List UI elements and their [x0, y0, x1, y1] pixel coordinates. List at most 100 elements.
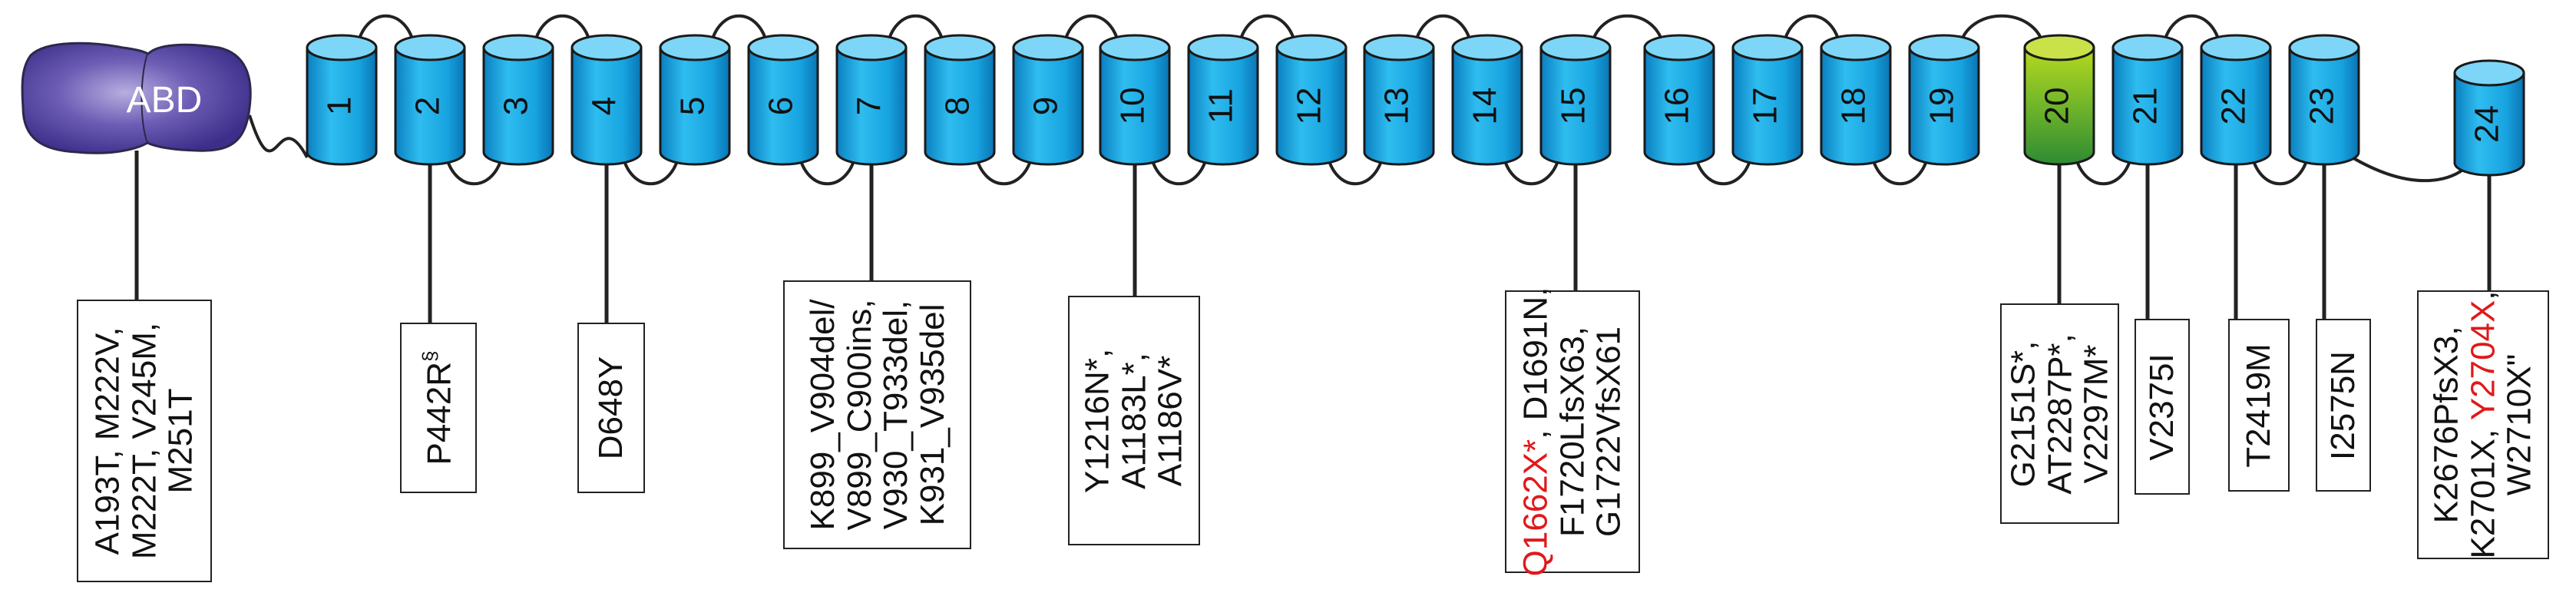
linker-loop	[1693, 151, 1754, 186]
mutation-text: G2151S*,AT2287P*,V2297M*	[2004, 333, 2115, 495]
mutation-segment: M251T	[161, 388, 200, 494]
mutation-segment: A1183L*,	[1115, 352, 1153, 489]
repeat-7: 7	[835, 34, 908, 166]
repeat-label: 12	[1291, 88, 1328, 125]
repeat-16: 16	[1643, 34, 1715, 166]
repeat-label: 22	[2215, 88, 2253, 125]
mutation-text: V2375I	[2143, 353, 2181, 461]
mutation-line: G2151S*,	[2004, 333, 2042, 495]
linker-loop	[885, 14, 946, 48]
linker-loop	[1501, 151, 1562, 186]
mutation-box: P442R§	[400, 323, 477, 493]
repeat-2: 2	[394, 34, 466, 166]
mutation-box: D648Y	[577, 323, 645, 493]
mutation-box: Y1216N*,A1183L*,A1186V*	[1068, 296, 1200, 545]
repeat-3: 3	[482, 34, 554, 166]
linker-loop	[620, 151, 681, 186]
repeat-label: 15	[1555, 88, 1592, 125]
mutation-line: A1186V*	[1152, 348, 1189, 492]
linker-loop	[532, 14, 593, 48]
mutation-box: K899_V904del/V899_C900ins,V930_T933del,K…	[783, 280, 971, 549]
mutation-segment: D648Y	[592, 356, 630, 460]
mutation-segment: K2701X,	[2464, 420, 2502, 559]
mutation-segment: W2710X"	[2500, 353, 2538, 496]
mutation-highlighted: Y2704X	[2464, 300, 2502, 421]
linker-loop	[2161, 14, 2222, 48]
repeat-label: 16	[1658, 88, 1696, 125]
repeat-label: 20	[2039, 88, 2076, 125]
linker-loop	[1589, 14, 1665, 48]
repeat-5: 5	[659, 34, 731, 166]
mutation-segment: K899_V904del/	[803, 299, 842, 531]
linker-loop	[1062, 14, 1121, 48]
mutation-segment: K2676PfsX3,	[2427, 326, 2465, 524]
mutation-text: K2676PfsX3,K2701X, Y2704X,W2710X"	[2427, 290, 2538, 559]
mutation-line: M251T	[161, 323, 200, 559]
mutation-box: T2419M	[2228, 319, 2290, 492]
repeat-18: 18	[1820, 34, 1892, 166]
mutation-line: T2419M	[2240, 343, 2277, 467]
mutation-box: G2151S*,AT2287P*,V2297M*	[2000, 303, 2119, 524]
linker-loop	[2073, 151, 2134, 186]
repeat-8: 8	[924, 34, 996, 166]
repeat-label: 19	[1923, 88, 1961, 125]
mutation-segment: V899_C900ins,	[839, 299, 878, 531]
mutation-box: I2575N	[2316, 319, 2371, 492]
repeat-24: 24	[2453, 59, 2525, 177]
mutation-segment: T2419M	[2240, 343, 2278, 468]
repeat-6: 6	[747, 34, 819, 166]
mutation-segment: F1720LfsX63,	[1553, 326, 1592, 537]
linker-loop	[1958, 14, 2045, 48]
repeat-label: 2	[409, 97, 447, 115]
mutation-segment: M222T, V245M,	[125, 322, 164, 560]
linker-loop	[1781, 14, 1842, 48]
repeat-label: 10	[1114, 88, 1152, 125]
mutation-line: A193T, M222V,	[88, 323, 127, 559]
mutation-line: G1722VfsX61	[1590, 287, 1628, 577]
repeat-9: 9	[1012, 34, 1084, 166]
linker-loop	[1413, 14, 1473, 48]
mutation-line: I2575N	[2324, 350, 2363, 460]
mutation-segment: P442R	[420, 361, 458, 465]
repeat-19: 19	[1908, 34, 1980, 166]
mutation-text: Y1216N*,A1183L*,A1186V*	[1079, 348, 1189, 492]
linker-abd	[248, 114, 309, 158]
repeat-label: 4	[586, 97, 623, 115]
linker-loop	[797, 151, 858, 186]
mutation-segment: A193T, M222V,	[88, 326, 127, 555]
linker-loop	[1237, 14, 1298, 48]
linker-loop	[709, 14, 769, 48]
repeat-label: 7	[851, 97, 888, 115]
linker-loop	[2342, 151, 2472, 183]
linker-loop	[974, 151, 1034, 186]
mutation-line: K2701X, Y2704X,	[2464, 290, 2502, 559]
mutation-text: Q1662X*, D1691N,F1720LfsX63,G1722VfsX61	[1516, 287, 1628, 577]
repeat-label: 6	[762, 97, 800, 115]
repeat-label: 13	[1378, 88, 1416, 125]
mutation-line: V2375I	[2143, 353, 2181, 461]
mutation-line: AT2287P*,	[2041, 333, 2078, 495]
repeat-label: 8	[939, 97, 977, 115]
mutation-text: A193T, M222V,M222T, V245M,M251T	[88, 322, 200, 560]
linker-loops	[248, 14, 2472, 186]
mutation-segment: A1186V*	[1151, 355, 1189, 486]
repeat-10: 10	[1099, 34, 1171, 166]
mutation-segment: V2375I	[2143, 353, 2181, 461]
abd-domain: ABD	[21, 41, 252, 154]
mutation-line: D648Y	[592, 356, 630, 460]
linker-loop	[1149, 151, 1209, 186]
mutation-box: V2375I	[2135, 319, 2190, 495]
mutation-highlighted: Q1662X*	[1516, 439, 1555, 577]
linker-loop	[1325, 151, 1385, 186]
mutation-segment: , D1691N,	[1516, 287, 1555, 439]
mutation-line: V2297M*	[2077, 333, 2115, 495]
abd-label: ABD	[127, 80, 203, 121]
mutation-segment: G2151S*,	[2004, 340, 2042, 487]
repeat-17: 17	[1731, 34, 1804, 166]
mutation-line: A1183L*,	[1115, 348, 1153, 492]
mutation-line: K2676PfsX3,	[2427, 290, 2465, 558]
repeat-1: 1	[306, 34, 378, 166]
mutation-segment: I2575N	[2324, 350, 2363, 460]
repeat-4: 4	[570, 34, 643, 166]
